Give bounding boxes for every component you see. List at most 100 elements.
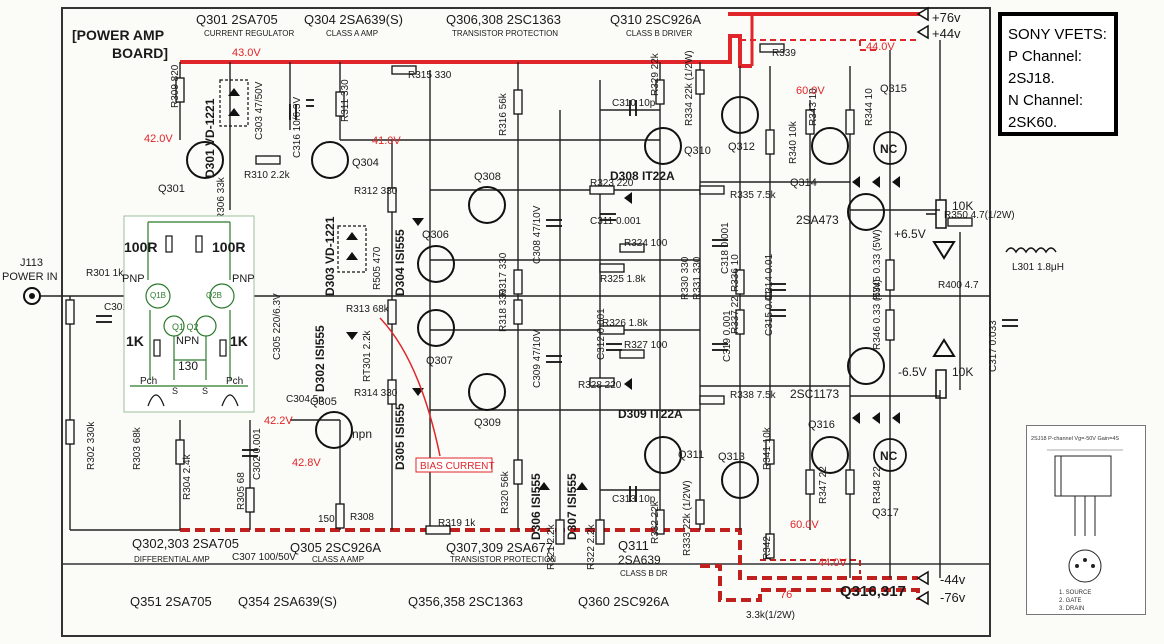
tr-2sc1173: 2SC1173 <box>790 387 839 401</box>
info-line-2: P Channel: <box>1008 48 1082 65</box>
board-title-1: [POWER AMP <box>72 27 164 43</box>
diode-d306: D306 ISI555 <box>529 473 543 540</box>
res-r329: R329 22k <box>650 52 661 96</box>
bias-plus: +6.5V <box>894 227 926 241</box>
res-r331: R331 330 <box>692 256 703 300</box>
res-r336: R336 10 <box>730 254 741 292</box>
tr-q305: Q305 <box>310 396 337 408</box>
label-q301: Q301 2SA705 <box>196 12 278 27</box>
diode-d308: D308 IT22A <box>610 169 675 183</box>
res-r316: R316 56k <box>498 92 509 136</box>
diode-d309: D309 IT22A <box>618 407 683 421</box>
res-r325: R325 1.8k <box>600 274 647 285</box>
res-r320: R320 56k <box>500 470 511 514</box>
volt-44-0-top: 44.0V <box>866 41 895 53</box>
res-r323: R323 220 <box>590 178 634 189</box>
overlay-100r-right: 100R <box>212 239 245 255</box>
l301-label: L301 1.8μH <box>1012 262 1064 273</box>
res-r348: R348 22 <box>872 466 883 504</box>
bias-current-label: BIAS CURRENT <box>420 461 494 472</box>
res-r302: R302 330k <box>86 421 97 470</box>
overlay-1k-right: 1K <box>230 333 248 349</box>
cap-c316: C316 10/6.3V <box>292 97 303 158</box>
volt-43-0: 43.0V <box>232 47 261 59</box>
res-r312: R312 330 <box>354 186 398 197</box>
diode-d303: D303 VD-1221 <box>323 216 337 296</box>
pin-source: 1. SOURCE <box>1059 590 1091 596</box>
volt-41-0: 41.0V <box>372 135 401 147</box>
res-150: 150 <box>318 514 335 525</box>
diode-d304: D304 ISI555 <box>393 229 407 296</box>
cap-c307: C307 100/50V <box>232 552 296 563</box>
info-line-1: SONY VFETS: <box>1008 26 1107 43</box>
res-r311: R311 330 <box>340 79 351 122</box>
res-r344: R344 10 <box>864 88 875 126</box>
diode-d301: D301 VD-1221 <box>203 98 217 178</box>
cap-c313: C313 10p <box>612 494 656 505</box>
label-current-regulator: CURRENT REGULATOR <box>204 29 294 38</box>
power-in-connector: J113 POWER IN <box>2 257 58 305</box>
nc-lower: NC <box>880 449 898 463</box>
d301-package <box>219 79 249 127</box>
positive-rail-trace <box>180 12 920 68</box>
label-2sa639: 2SA639 <box>618 553 661 567</box>
overlay-1k-left: 1K <box>126 333 144 349</box>
label-transistor-protection-bottom: TRANSISTOR PROTECTION <box>450 555 556 564</box>
label-q311: Q311 <box>618 538 649 553</box>
res-r340: R340 10k <box>788 120 799 164</box>
tr-q307: Q307 <box>426 355 453 367</box>
tr-q304: Q304 <box>352 157 379 169</box>
res-r330: R330 330 <box>680 256 691 300</box>
tr-npn: npn <box>352 427 372 441</box>
cap-c303: C303 47/50V <box>254 81 265 140</box>
rail-terminal-plus76: +76v <box>916 6 961 25</box>
res-r326: R326 1.8k <box>602 318 649 329</box>
res-r400: R400 4.7 <box>938 280 979 291</box>
res-r324: R324 100 <box>624 238 668 249</box>
tr-q313: Q313 <box>718 451 745 463</box>
voltage-annotations: 42.0V 43.0V 41.0V 42.2V 42.8V 44.0V 60.0… <box>144 41 895 601</box>
nc-markers: NC NC <box>873 131 907 472</box>
volt-60-0-top: 60.0V <box>796 85 825 97</box>
vfet-substitute-overlay: 100R 100R PNP PNP Q1B Q2B Q1 Q2 NPN 1K 1… <box>122 215 255 413</box>
res-3k3: 3.3k(1/2W) <box>746 610 795 621</box>
res-r341: R341 10k <box>762 426 773 470</box>
nc-upper: NC <box>880 142 898 156</box>
res-r334: R334 22k (1/2W) <box>684 50 695 126</box>
tr-q301: Q301 <box>158 183 185 195</box>
label-q360: Q360 2SC926A <box>578 594 669 609</box>
label-q310: Q310 2SC926A <box>610 12 701 27</box>
tr-q309: Q309 <box>474 417 501 429</box>
tr-q315: Q315 <box>880 83 907 95</box>
tr-q317: Q317 <box>872 507 899 519</box>
res-r343: R343 10 <box>808 88 819 126</box>
bias-minus: -6.5V <box>898 365 927 379</box>
label-q351: Q351 2SA705 <box>130 594 212 609</box>
overlay-q1q2: Q1 Q2 <box>172 322 199 332</box>
sony-vfet-info-box: SONY VFETS: P Channel: 2SJ18. N Channel:… <box>998 12 1118 136</box>
cap-c312: C312 0.001 <box>596 308 607 360</box>
diode-d302: D302 ISI555 <box>313 325 327 392</box>
tr-q310: Q310 <box>684 145 711 157</box>
rail-minus44-label: -44v <box>940 572 966 587</box>
res-r332: R332 22k <box>650 500 661 544</box>
tr-q312: Q312 <box>728 141 755 153</box>
res-r303: R303 68k <box>132 426 143 470</box>
overlay-q1b: Q1B <box>150 291 166 300</box>
res-r350: R350 4.7(1/2W) <box>944 210 1015 221</box>
label-q302-303: Q302,303 2SA705 <box>132 536 239 551</box>
bias-current-callout: BIAS CURRENT <box>379 317 494 473</box>
label-differential-amp: DIFFERENTIAL AMP <box>134 555 210 564</box>
res-r347: R347 22 <box>818 466 829 504</box>
label-class-a-amp-bottom: CLASS A AMP <box>312 555 364 564</box>
cap-c305: C305 220/6.3V <box>272 293 283 360</box>
overlay-pnp-right: PNP <box>232 273 255 285</box>
j113-label: J113 <box>20 257 43 269</box>
overlay-130: 130 <box>178 359 198 373</box>
res-r318: R318 330 <box>498 288 509 332</box>
board-title-2: BOARD] <box>112 45 168 61</box>
overlay-100r-left: 100R <box>124 239 157 255</box>
info-line-4: N Channel: <box>1008 92 1084 109</box>
transistor-symbols <box>186 96 885 499</box>
